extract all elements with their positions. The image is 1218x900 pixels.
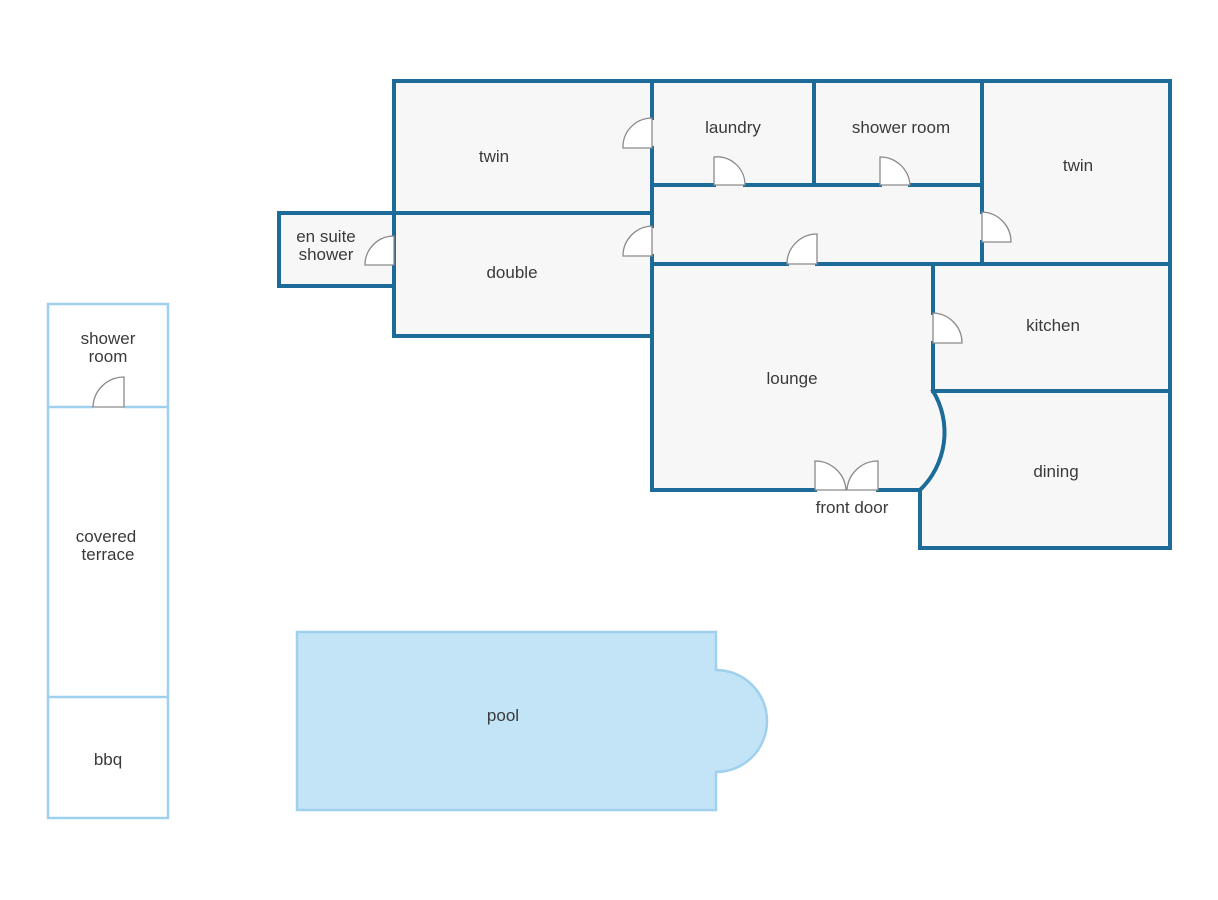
label-twin-nw: twin (479, 147, 509, 166)
label-dining: dining (1033, 462, 1078, 481)
label-ensuite-line1: en suite (296, 227, 356, 246)
label-shower-room: shower room (852, 118, 950, 137)
room-labels: twin laundry shower room twin en suite s… (76, 118, 1093, 769)
door-shower-room (879, 156, 911, 186)
wall-left-upper (392, 79, 654, 338)
door-twin-laundry (622, 117, 653, 149)
outdoor-building (46, 302, 170, 820)
outdoor-structure (46, 302, 170, 820)
door-double (622, 225, 653, 257)
door-kitchen (932, 312, 963, 344)
pool (295, 630, 769, 812)
room-fills (279, 81, 1170, 548)
label-outdoor-shower-line1: shower (81, 329, 136, 348)
label-twin-ne: twin (1063, 156, 1093, 175)
doors (364, 117, 1012, 491)
door-twin-ne (981, 211, 1012, 243)
door-ensuite (364, 235, 395, 266)
door-lounge-top (786, 233, 818, 265)
label-kitchen: kitchen (1026, 316, 1080, 335)
door-outdoor-shower (92, 376, 125, 408)
label-bbq: bbq (94, 750, 122, 769)
label-front-door: front door (816, 498, 889, 517)
wall-curved (917, 388, 947, 493)
door-front-right (846, 460, 879, 491)
label-double: double (486, 263, 537, 282)
wall-top (392, 79, 1172, 550)
label-laundry: laundry (705, 118, 761, 137)
label-terrace-line2: terrace (82, 545, 135, 564)
label-outdoor-shower-line2: room (89, 347, 128, 366)
wall-ensuite (277, 211, 396, 288)
door-laundry (713, 156, 746, 186)
house-walls (277, 79, 1172, 550)
label-lounge: lounge (766, 369, 817, 388)
label-pool: pool (487, 706, 519, 725)
label-terrace-line1: covered (76, 527, 136, 546)
door-front-left (814, 460, 847, 491)
label-ensuite-line2: shower (299, 245, 354, 264)
